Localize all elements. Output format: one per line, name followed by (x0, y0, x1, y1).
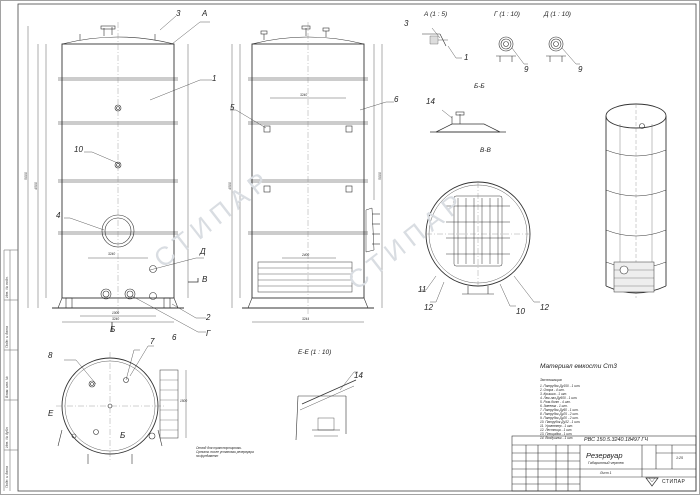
callout-number: 4 (56, 211, 61, 220)
callout-number: 5 (230, 103, 235, 112)
callout-number: 1 (464, 53, 469, 62)
dimension-value: 1500 (180, 399, 188, 403)
view-title-d: Д (1 : 10) (544, 11, 571, 18)
list-item: 1. Патрубок Ду150 - 1 шт. (540, 384, 581, 388)
section-letter: Б (110, 325, 116, 334)
drawing-name: Резервуар (586, 451, 623, 460)
list-item: 2. Опора - 4 шт. (540, 388, 565, 392)
explication-heading: Экспликация (540, 378, 562, 382)
callout-number: 10 (516, 307, 525, 316)
section-bb (430, 109, 506, 133)
dimension-value: 3240 (108, 252, 116, 256)
inner-frame (17, 3, 697, 492)
detail-d (546, 36, 580, 65)
dimension-value: 5000 (378, 172, 382, 180)
list-item: 14. Воздушник - 1 шт. (540, 436, 574, 440)
side-view (230, 22, 394, 323)
plan-view (56, 345, 187, 464)
detail-g (496, 36, 528, 65)
margin-label: Подп. и дата (5, 326, 9, 348)
dimension-value: 2400 (302, 253, 310, 257)
section-letter: Г (206, 329, 211, 338)
list-item: 11. Уровнемер - 1 шт. (540, 424, 574, 428)
dimension-value: 5000 (24, 172, 28, 180)
view-title-ee: Е-Е (1 : 10) (298, 349, 332, 356)
list-item: 4. Люк-лаз Ду500 - 1 шт. (540, 396, 578, 400)
callout-number: 11 (418, 285, 427, 294)
section-letter: В (202, 275, 208, 284)
drawing-subtitle: Габаритный чертеж (588, 461, 624, 465)
document-number: РВС 150.5.3240.18497 ГЧ (584, 437, 648, 443)
detail-a (422, 27, 462, 59)
list-item: 13. Площадка - 1 шт. (540, 432, 573, 436)
company-logo-mark (645, 477, 659, 487)
callout-number: 14 (354, 371, 363, 380)
callout-number: 7 (150, 337, 155, 346)
view-title-bb: Б-Б (474, 83, 485, 90)
list-item: 6. Змеевик - 1 шт. (540, 404, 568, 408)
callout-number: 3 (404, 19, 409, 28)
view-title-vv: В-В (480, 147, 491, 154)
callout-number: 6 (394, 95, 399, 104)
company-name: СТИПАР (662, 479, 686, 485)
callout-number: 2 (206, 313, 211, 322)
callout-number: 1 (212, 74, 217, 83)
list-item: 8. Патрубок Ду25 - 2 шт. (540, 412, 579, 416)
dimension-value: 3240 (112, 317, 120, 321)
margin-label: Инв. № дубл. (5, 426, 9, 448)
callout-number: 10 (74, 145, 83, 154)
callout-number: 9 (524, 65, 529, 74)
explication-list: 1. Патрубок Ду150 - 1 шт. 2. Опора - 4 ш… (540, 384, 690, 441)
section-letter: Е (48, 409, 54, 418)
transport-note: Отвод для транспортировки. Срезать после… (196, 446, 254, 459)
dimension-value: 3244 (302, 317, 310, 321)
list-item: 10. Патрубок Ду32 - 1 шт. (540, 420, 581, 424)
margin-label: Взам. инв. № (5, 376, 9, 398)
callout-number: 14 (426, 97, 435, 106)
callout-number: 12 (540, 303, 549, 312)
dimension-value: 1000 (112, 311, 120, 315)
callout-number: 8 (48, 351, 53, 360)
list-item: 3. Крышка - 1 шт. (540, 392, 568, 396)
section-vv (420, 181, 540, 307)
list-item: 5. Рым-болт - 4 шт. (540, 400, 571, 404)
title-block (511, 435, 697, 492)
list-item: 9. Патрубок Ду20 - 2 шт. (540, 416, 579, 420)
view-title-a: А (1 : 5) (424, 11, 448, 18)
callout-number: 6 (172, 333, 177, 342)
front-view (27, 15, 212, 333)
margin-label: Инв. № подл. (5, 276, 9, 298)
section-letter: А (202, 9, 208, 18)
section-letter: Д (200, 247, 206, 256)
section-ee (295, 371, 358, 441)
dimension-value: 3240 (300, 93, 308, 97)
dimension-value: 4500 (34, 182, 38, 190)
material-note: Материал емкости Ст3 (540, 363, 617, 370)
callout-number: 12 (424, 303, 433, 312)
list-item: 12. Лестница - 1 шт. (540, 428, 573, 432)
list-item: 7. Патрубок Ду50 - 1 шт. (540, 408, 579, 412)
sheet-label: Лист 1 (600, 471, 612, 475)
callout-number: 9 (578, 65, 583, 74)
callout-number: 3 (176, 9, 181, 18)
section-letter: Б (120, 431, 126, 440)
scale-value: 1:25 (676, 456, 683, 460)
view-title-g: Г (1 : 10) (494, 11, 520, 18)
margin-label: Подп. и дата (5, 466, 9, 488)
isometric-view (605, 103, 667, 298)
dimension-value: 4500 (228, 182, 232, 190)
